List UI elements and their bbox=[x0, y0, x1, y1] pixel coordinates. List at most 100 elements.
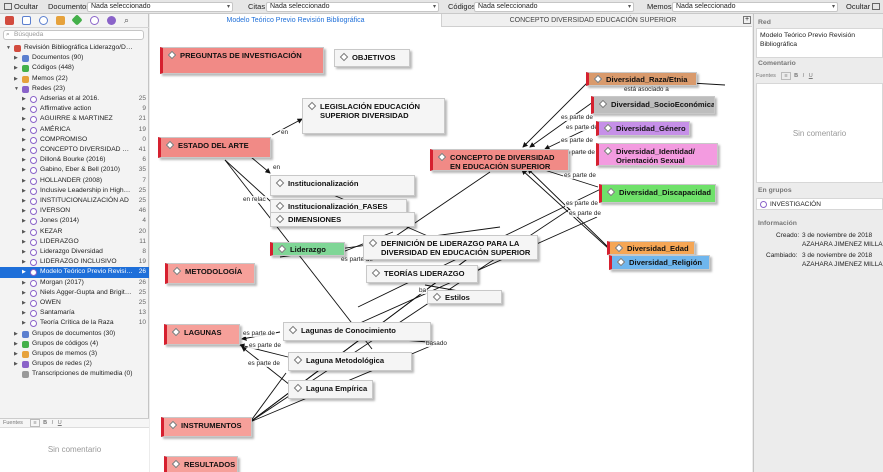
chevron-right-icon[interactable]: ▶ bbox=[22, 157, 26, 164]
chevron-down-icon[interactable]: ▼ bbox=[6, 45, 11, 51]
node-diversidad-identidad[interactable]: Diversidad_Identidad/ Orientación Sexual bbox=[596, 143, 718, 166]
chevron-right-icon[interactable]: ▶ bbox=[22, 96, 26, 102]
comment-area[interactable]: Sin comentario bbox=[756, 83, 883, 183]
node-diversidad-socio[interactable]: Diversidad_SocioEconómica bbox=[591, 96, 715, 114]
chevron-right-icon[interactable]: ▶ bbox=[22, 259, 26, 266]
chevron-right-icon[interactable]: ▶ bbox=[22, 228, 26, 235]
tree-item[interactable]: ▶Grupos de redes (2) bbox=[0, 359, 149, 369]
node-diversidad-genero[interactable]: Diversidad_Género bbox=[596, 121, 690, 136]
node-concepto-diversidad[interactable]: CONCEPTO DE DIVERSIDAD EN EDUCACIÓN SUPE… bbox=[430, 149, 569, 171]
tree-item[interactable]: ▼Revisión Bibliográfica Liderazgo/Divers… bbox=[0, 43, 149, 53]
node-laguna-metodologica[interactable]: Laguna Metodológica bbox=[288, 352, 412, 371]
node-dimensiones[interactable]: DIMENSIONES bbox=[270, 212, 415, 227]
search-input[interactable]: ⌕ Búsqueda bbox=[3, 30, 144, 40]
tree-item[interactable]: ▶Morgan (2017)26 bbox=[0, 278, 149, 288]
node-definicion-liderazgo[interactable]: DEFINICIÓN DE LIDERAZGO PARA LA DIVERSID… bbox=[363, 235, 538, 260]
node-diversidad-raza[interactable]: Diversidad_Raza/Etnia bbox=[586, 72, 697, 86]
tab-concepto-diversidad[interactable]: CONCEPTO DIVERSIDAD EDUCACIÓN SUPERIOR bbox=[509, 17, 677, 24]
tree-item[interactable]: ▶Grupos de documentos (30) bbox=[0, 329, 149, 339]
tree-item[interactable]: ▶Modelo Teórico Previo Revisi…26 bbox=[0, 267, 149, 278]
chevron-down-icon[interactable]: ▼ bbox=[14, 85, 19, 92]
tree-item[interactable]: ▶Adserias et al 2016.25 bbox=[0, 94, 149, 104]
chevron-right-icon[interactable]: ▶ bbox=[22, 126, 26, 133]
tree-item[interactable]: ▶Grupos de códigos (4) bbox=[0, 339, 149, 349]
group-item[interactable]: INVESTIGACIÓN bbox=[756, 198, 883, 210]
node-preguntas[interactable]: PREGUNTAS DE INVESTIGACIÓN bbox=[160, 47, 324, 74]
chevron-right-icon[interactable]: ▶ bbox=[22, 147, 26, 153]
network-name-field[interactable]: Modelo Teórico Previo Revisión Bibliográ… bbox=[756, 28, 883, 58]
node-diversidad-religion[interactable]: Diversidad_Religión bbox=[609, 255, 710, 270]
align-icon[interactable]: ≡ bbox=[781, 72, 791, 80]
chevron-right-icon[interactable]: ▶ bbox=[22, 136, 26, 143]
align-icon[interactable]: ≡ bbox=[30, 419, 40, 427]
tree-item[interactable]: ▶Documentos (90) bbox=[0, 53, 149, 63]
node-metodologia[interactable]: METODOLOGÍA bbox=[165, 263, 255, 284]
chevron-right-icon[interactable]: ▶ bbox=[22, 249, 26, 255]
italic-button[interactable]: I bbox=[51, 420, 54, 426]
documents-icon[interactable] bbox=[22, 16, 31, 25]
tab-modelo-teorico[interactable]: Modelo Teórico Previo Revisión Bibliográ… bbox=[150, 14, 442, 27]
tree-item[interactable]: ▶Grupos de memos (3) bbox=[0, 349, 149, 359]
chevron-right-icon[interactable]: ▶ bbox=[22, 279, 26, 286]
chevron-right-icon[interactable]: ▶ bbox=[22, 177, 26, 184]
node-legislacion[interactable]: LEGISLACIÓN EDUCACIÓN SUPERIOR DIVERSIDA… bbox=[302, 98, 445, 134]
comment-area[interactable]: Sin comentario bbox=[0, 428, 149, 472]
node-diversidad-edad[interactable]: Diversidad_Edad bbox=[607, 241, 695, 255]
chevron-right-icon[interactable]: ▶ bbox=[22, 289, 26, 296]
chevron-right-icon[interactable]: ▶ bbox=[14, 340, 18, 347]
filter-codes-select[interactable]: Nada seleccionado▾ bbox=[474, 2, 634, 12]
chevron-right-icon[interactable]: ▶ bbox=[14, 55, 18, 62]
groups-icon[interactable] bbox=[107, 16, 116, 25]
node-institucionalizacion[interactable]: Institucionalización bbox=[270, 175, 415, 196]
filter-memos-select[interactable]: Nada seleccionado▾ bbox=[672, 2, 838, 12]
chevron-right-icon[interactable]: ▶ bbox=[14, 75, 18, 82]
chevron-right-icon[interactable]: ▶ bbox=[14, 330, 18, 337]
project-icon[interactable] bbox=[5, 16, 14, 25]
node-liderazgo[interactable]: Liderazgo bbox=[270, 242, 345, 256]
search-icon[interactable]: ⌕ bbox=[124, 15, 130, 25]
tree-item[interactable]: ▶Niels Agger-Gupta and Brigit…25 bbox=[0, 288, 149, 298]
tree-item[interactable]: ▶HOLLANDER (2008)7 bbox=[0, 176, 149, 186]
chevron-right-icon[interactable]: ▶ bbox=[22, 320, 26, 327]
chevron-right-icon[interactable]: ▶ bbox=[22, 208, 26, 215]
network-canvas[interactable]: en en en relac está asociado a es parte … bbox=[150, 27, 752, 472]
filter-documents-select[interactable]: Nada seleccionado▾ bbox=[87, 2, 233, 12]
tree-item[interactable]: ▶Inclusive Leadership in Highe…25 bbox=[0, 186, 149, 196]
chevron-right-icon[interactable]: ▶ bbox=[14, 351, 18, 357]
node-lagunas-conocimiento[interactable]: Lagunas de Conocimiento bbox=[283, 322, 431, 341]
node-lagunas[interactable]: LAGUNAS bbox=[164, 324, 240, 345]
hide-right-button[interactable]: Ocultar bbox=[846, 2, 881, 12]
tree-item[interactable]: ▶Jones (2014)4 bbox=[0, 216, 149, 226]
node-estilos[interactable]: Estilos bbox=[427, 290, 502, 304]
chevron-right-icon[interactable]: ▶ bbox=[22, 187, 26, 194]
node-objetivos[interactable]: OBJETIVOS bbox=[334, 49, 410, 67]
filter-quotes-select[interactable]: Nada seleccionado▾ bbox=[266, 2, 439, 12]
underline-button[interactable]: U bbox=[57, 420, 62, 426]
chevron-right-icon[interactable]: ▶ bbox=[22, 310, 26, 317]
node-estado-del-arte[interactable]: ESTADO DEL ARTE bbox=[158, 137, 271, 158]
bold-button[interactable]: B bbox=[794, 73, 799, 79]
chevron-right-icon[interactable]: ▶ bbox=[22, 269, 26, 276]
add-tab-icon[interactable]: + bbox=[743, 16, 751, 24]
chevron-right-icon[interactable]: ▶ bbox=[22, 218, 26, 225]
codes-icon[interactable] bbox=[71, 14, 83, 26]
chevron-right-icon[interactable]: ▶ bbox=[22, 198, 26, 204]
node-resultados[interactable]: RESULTADOS bbox=[164, 456, 238, 472]
tree-item[interactable]: ▶Códigos (448) bbox=[0, 63, 149, 73]
chevron-right-icon[interactable]: ▶ bbox=[22, 300, 26, 306]
chevron-right-icon[interactable]: ▶ bbox=[14, 65, 18, 72]
node-instrumentos[interactable]: INSTRUMENTOS bbox=[161, 417, 252, 437]
networks-icon[interactable] bbox=[90, 16, 99, 25]
chevron-right-icon[interactable]: ▶ bbox=[22, 116, 26, 123]
memos-icon[interactable] bbox=[56, 16, 65, 25]
